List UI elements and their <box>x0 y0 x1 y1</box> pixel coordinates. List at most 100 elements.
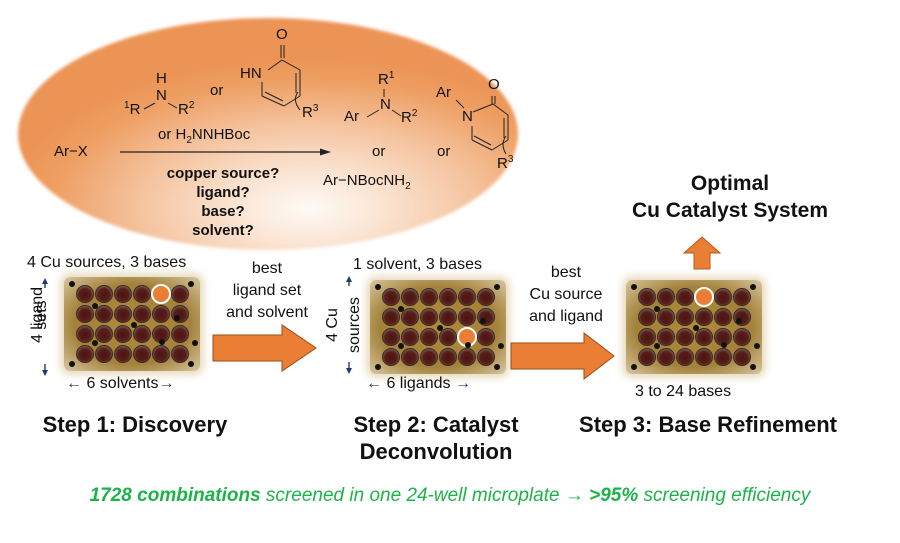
plate-well <box>95 305 113 323</box>
plate-well <box>477 328 495 346</box>
plate-well <box>114 345 132 363</box>
plate-pin <box>437 325 443 331</box>
plate-pin <box>654 306 660 312</box>
plate-pin <box>693 325 699 331</box>
plate-well <box>76 345 94 363</box>
plate-well <box>401 348 419 366</box>
amine-r1: 1R <box>124 100 140 118</box>
step2-to-step3-arrow <box>510 332 615 380</box>
footer-text2: screening efficiency <box>638 485 811 506</box>
plate-pin <box>174 315 180 321</box>
hydrazine-reagent: or H2NNHBoc <box>158 126 250 146</box>
hit-well-marker <box>151 284 171 304</box>
pyridone-r3-text: R <box>302 104 313 121</box>
plate-well <box>439 348 457 366</box>
amine-r2-sup: 2 <box>188 100 195 111</box>
amine-r2-text: R <box>178 101 189 118</box>
condition-base: base? <box>201 203 245 220</box>
plate-well <box>657 308 675 326</box>
pyridone-hn: HN <box>240 65 262 82</box>
plate-well <box>733 328 751 346</box>
plate-pin <box>188 361 194 367</box>
plate-pin <box>69 281 75 287</box>
plate-pin <box>92 340 98 346</box>
plate-well <box>171 285 189 303</box>
plate-pin <box>398 343 404 349</box>
condition-solvent: solvent? <box>192 222 254 239</box>
plate-well <box>439 288 457 306</box>
optimal-line1: Optimal <box>690 172 770 195</box>
left-arrow-icon: ← <box>366 375 382 392</box>
product-amine-bonds <box>366 89 402 118</box>
step2-top-label: 1 solvent, 3 bases <box>353 256 482 273</box>
plate-pin <box>480 318 486 324</box>
product-pyridone: Ar N O R3 <box>434 76 524 178</box>
product-pyridone-n: N <box>462 108 473 125</box>
footer-combinations: 1728 combinations <box>89 485 261 506</box>
product-ar: Ar <box>344 108 359 125</box>
plate-well <box>171 325 189 343</box>
or-h-text: or H <box>158 126 187 143</box>
plate-pin <box>750 284 756 290</box>
product-r2-text: R <box>401 109 412 126</box>
plate-well <box>676 328 694 346</box>
plate-well <box>114 325 132 343</box>
plate-well <box>171 345 189 363</box>
plate-well <box>477 308 495 326</box>
product-pyridone-ar: Ar <box>436 84 451 101</box>
plate-pin <box>494 364 500 370</box>
plate-well <box>114 285 132 303</box>
plate-well <box>171 305 189 323</box>
plate-well <box>95 285 113 303</box>
step2-bottom-label: 6 ligands <box>386 375 451 392</box>
plate-pin <box>188 281 194 287</box>
optimal-system-title: Optimal Cu Catalyst System <box>610 170 850 224</box>
plate-well <box>95 345 113 363</box>
plate-well <box>695 328 713 346</box>
right-arrow-icon: → <box>158 375 175 392</box>
plate-well <box>733 308 751 326</box>
plate-well <box>458 348 476 366</box>
amine-r1-sup: 1 <box>124 100 130 111</box>
plate-well <box>382 328 400 346</box>
step2-vertical-dimension-arrow <box>346 276 352 374</box>
plate-well <box>420 328 438 346</box>
plate-well <box>439 308 457 326</box>
plate-well <box>657 328 675 346</box>
step2-title-line1: Step 2: Catalyst <box>353 412 519 437</box>
plate-well <box>382 348 400 366</box>
plate-pin <box>736 318 742 324</box>
arrow1-label: best ligand set and solvent <box>212 258 322 324</box>
product-r1-sup: 1 <box>388 70 395 81</box>
plate-well <box>420 308 438 326</box>
footer-text1: screened in one 24-well microplate <box>260 485 565 506</box>
reaction-arrow <box>120 148 331 156</box>
plate-well <box>439 328 457 346</box>
product-pyridone-o: O <box>488 76 500 93</box>
product-pyridone-ring <box>455 96 509 155</box>
plate-pin <box>398 306 404 312</box>
product-pyridone-r3-text: R <box>497 155 508 172</box>
plate-pin <box>192 340 198 346</box>
footer-efficiency-value: >95% <box>583 485 639 506</box>
product-r2-sup: 2 <box>411 108 418 119</box>
or-label-2: or <box>372 143 386 160</box>
plate-well <box>401 288 419 306</box>
plate-well <box>676 288 694 306</box>
plate-well <box>420 348 438 366</box>
condition-copper-source: copper source? <box>166 165 280 182</box>
step2-side-label-1: 4 Cu <box>324 308 341 342</box>
left-arrow-icon: ← <box>66 375 82 392</box>
plate-well <box>401 328 419 346</box>
plate-well <box>458 308 476 326</box>
step1-title: Step 1: Discovery <box>42 412 228 437</box>
plate-pin <box>131 322 137 328</box>
plate-well <box>477 288 495 306</box>
step2-plate <box>370 280 506 374</box>
plate-pin <box>498 343 504 349</box>
step3-title: Step 3: Base Refinement <box>579 412 837 437</box>
step2-title-line2: Deconvolution <box>359 439 513 464</box>
product-r1-text: R <box>378 71 389 88</box>
optimal-line2: Cu Catalyst System <box>631 199 829 222</box>
plate-well <box>733 288 751 306</box>
